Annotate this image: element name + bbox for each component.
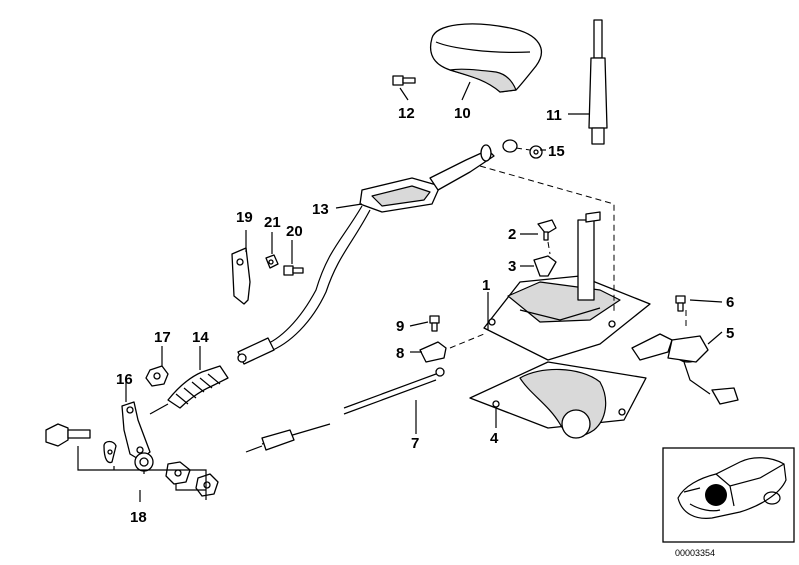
- callout-19: 19: [236, 209, 253, 226]
- cable-clip: [419, 341, 447, 363]
- inset-frame: [662, 447, 795, 543]
- clip-screw: [429, 315, 440, 332]
- location-marker: [705, 484, 727, 506]
- callout-1: 1: [482, 277, 490, 294]
- vehicle-inset: 00003354: [662, 447, 795, 558]
- callout-6: 6: [726, 294, 734, 311]
- callout-21: 21: [264, 214, 281, 231]
- selector-housing: [483, 211, 651, 361]
- pivot-bolt: [45, 423, 91, 447]
- callout-20: 20: [286, 223, 303, 240]
- callout-3: 3: [508, 258, 516, 275]
- pivot-washer: [103, 440, 117, 464]
- selector-cable: [245, 367, 445, 453]
- callout-8: 8: [396, 345, 404, 362]
- assembly-lines: [449, 147, 687, 349]
- solenoid-screw: [675, 295, 686, 312]
- callout-9: 9: [396, 318, 404, 335]
- callout-11: 11: [546, 107, 562, 124]
- callout-15: 15: [548, 143, 565, 160]
- shift-lock-solenoid: [631, 333, 739, 405]
- hex-nut: [195, 473, 219, 497]
- cable-bracket: [231, 247, 251, 305]
- cable-end-nut: [145, 365, 169, 387]
- lever-bracket: [121, 401, 151, 461]
- cable-washers: [502, 139, 543, 159]
- diagram-code: 00003354: [675, 548, 715, 558]
- spring-clip: [533, 255, 557, 277]
- callout-7: 7: [411, 435, 419, 452]
- pivot-bushing: [134, 452, 154, 472]
- bracket-screw: [283, 265, 304, 276]
- callout-16: 16: [116, 371, 133, 388]
- callout-2: 2: [508, 226, 516, 243]
- shift-knob: [429, 23, 542, 93]
- ball-joint: [165, 461, 191, 485]
- knob-screw: [392, 75, 416, 86]
- callout-18: 18: [130, 509, 147, 526]
- callout-17: 17: [154, 329, 171, 346]
- leader-lines: [77, 81, 723, 502]
- housing-screw: [537, 219, 557, 241]
- callout-14: 14: [192, 329, 209, 346]
- base-plate: [469, 361, 647, 439]
- selector-rod: [588, 19, 608, 145]
- callout-10: 10: [454, 105, 471, 122]
- callout-labels: 1 2 3 4 5 6 7 8 9 10 11 12 13 14 15 16 1…: [116, 105, 734, 526]
- callout-4: 4: [490, 430, 499, 447]
- callout-12: 12: [398, 105, 415, 122]
- callout-5: 5: [726, 325, 734, 342]
- shift-cable: [237, 144, 495, 365]
- callout-13: 13: [312, 201, 329, 218]
- bracket-nut: [265, 254, 279, 269]
- cable-end-spring: [149, 365, 229, 415]
- car-outline-icon: [677, 457, 787, 519]
